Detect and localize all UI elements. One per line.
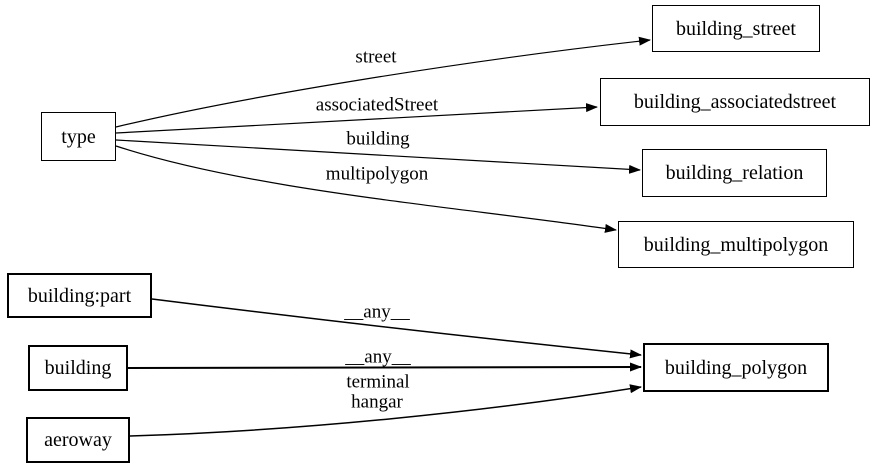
edge-label-any-2: __any__	[345, 346, 411, 368]
node-aeroway: aeroway	[26, 417, 130, 463]
node-building-multipolygon: building_multipolygon	[618, 221, 854, 268]
node-building-associatedstreet: building_associatedstreet	[600, 78, 870, 126]
edge-type-building_multipolygon	[115, 145, 617, 233]
node-building-street: building_street	[652, 5, 820, 52]
edge-label-associatedstreet: associatedStreet	[315, 94, 439, 116]
edge-label-street: street	[355, 46, 397, 68]
edge-label-hangar: hangar	[351, 391, 403, 413]
node-building-part: building:part	[7, 273, 152, 318]
edge-label-building: building	[346, 128, 410, 150]
edge-building-building_polygon	[127, 362, 642, 372]
node-building-polygon: building_polygon	[643, 343, 829, 392]
edge-buildingpart-building_polygon	[151, 298, 642, 359]
edge-label-any-1: __any__	[344, 301, 410, 323]
edge-type-building_street	[115, 36, 651, 128]
node-building-relation: building_relation	[642, 149, 827, 197]
edge-aeroway-building_polygon	[129, 384, 642, 437]
node-type: type	[41, 112, 116, 161]
edge-type-building_associatedstreet	[115, 103, 598, 134]
edge-type-building_relation	[115, 139, 641, 174]
node-building: building	[28, 345, 128, 391]
edge-label-multipolygon: multipolygon	[325, 163, 429, 185]
edge-label-terminal: terminal	[346, 371, 410, 393]
